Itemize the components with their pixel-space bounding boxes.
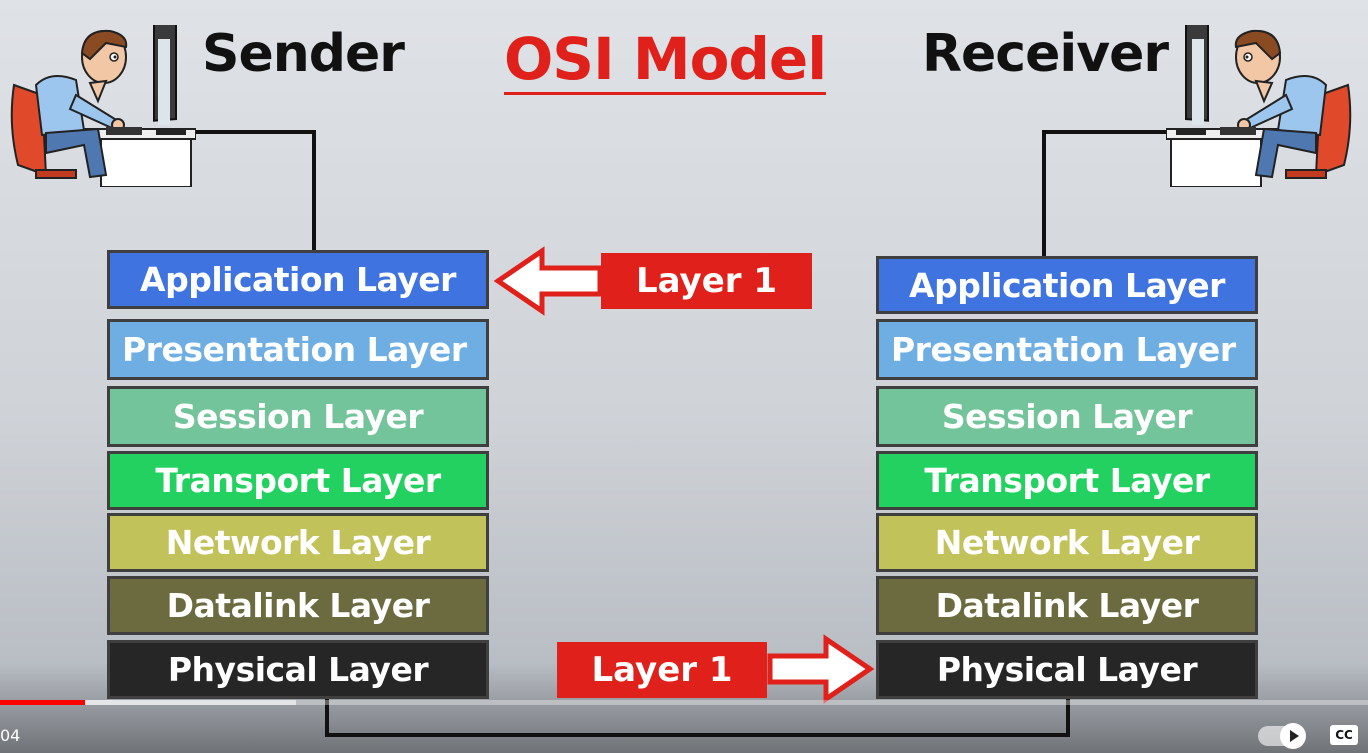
sender-heading: Sender bbox=[202, 24, 405, 84]
sender-cable-horizontal bbox=[188, 130, 316, 134]
physical-link-right bbox=[1066, 698, 1070, 737]
video-buffered-bar bbox=[0, 700, 296, 705]
layer-tag-bottom: Layer 1 bbox=[557, 642, 767, 698]
page-title: OSI Model bbox=[504, 25, 827, 95]
receiver-transport-layer: Transport Layer bbox=[876, 451, 1258, 510]
receiver-application-layer: Application Layer bbox=[876, 256, 1258, 314]
autoplay-toggle-knob[interactable] bbox=[1280, 723, 1306, 749]
video-progress-track[interactable] bbox=[0, 700, 1368, 705]
closed-captions-button[interactable]: CC bbox=[1330, 725, 1358, 745]
receiver-heading: Receiver bbox=[922, 24, 1169, 84]
receiver-computer-user-icon bbox=[1166, 25, 1352, 187]
physical-link-bottom bbox=[325, 733, 1070, 737]
receiver-session-layer: Session Layer bbox=[876, 386, 1258, 447]
sender-transport-layer: Transport Layer bbox=[107, 451, 489, 510]
receiver-physical-layer: Physical Layer bbox=[876, 640, 1258, 699]
receiver-cable-vertical bbox=[1042, 130, 1046, 260]
sender-presentation-layer: Presentation Layer bbox=[107, 319, 489, 380]
receiver-network-layer: Network Layer bbox=[876, 513, 1258, 572]
receiver-cable-horizontal bbox=[1042, 130, 1176, 134]
layer-tag-top: Layer 1 bbox=[601, 253, 812, 309]
sender-computer-user-icon bbox=[10, 25, 196, 187]
receiver-presentation-layer: Presentation Layer bbox=[876, 319, 1258, 380]
sender-datalink-layer: Datalink Layer bbox=[107, 576, 489, 635]
sender-cable-vertical bbox=[312, 130, 316, 256]
sender-session-layer: Session Layer bbox=[107, 386, 489, 447]
sender-application-layer: Application Layer bbox=[107, 250, 489, 309]
video-time: 04 bbox=[0, 726, 21, 745]
physical-link-left bbox=[325, 698, 329, 736]
left-arrow-icon bbox=[494, 246, 603, 316]
play-icon bbox=[1290, 730, 1299, 742]
sender-network-layer: Network Layer bbox=[107, 513, 489, 572]
video-progress-bar[interactable] bbox=[0, 700, 85, 705]
sender-physical-layer: Physical Layer bbox=[107, 640, 489, 699]
receiver-datalink-layer: Datalink Layer bbox=[876, 576, 1258, 635]
right-arrow-icon bbox=[767, 634, 874, 704]
